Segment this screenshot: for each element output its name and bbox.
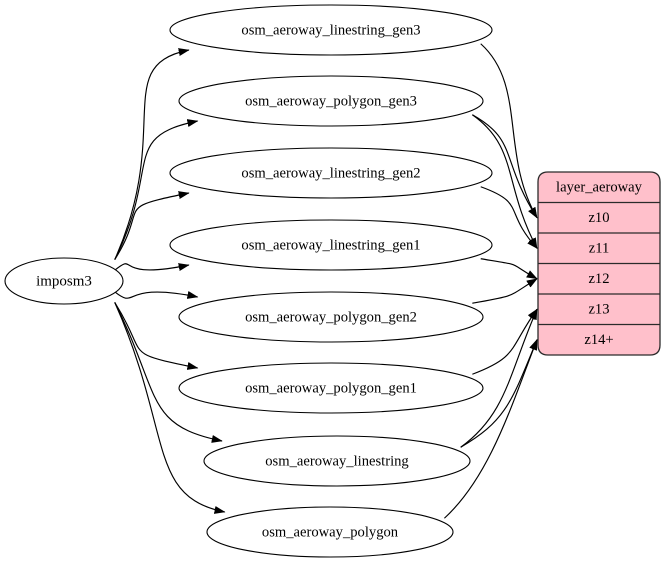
edge-osm_aeroway_polygon_gen3-to-z10: [472, 114, 538, 219]
edge-imposm3-to-osm_aeroway_linestring: [114, 302, 223, 443]
node-imposm3[interactable]: [4, 257, 124, 305]
node-label-osm_aeroway_linestring: osm_aeroway_linestring: [265, 453, 409, 469]
node-osm_aeroway_linestring_gen2[interactable]: [169, 147, 493, 199]
edge-osm_aeroway_linestring_gen1-to-z12: [480, 258, 538, 280]
node-osm_aeroway_polygon_gen1[interactable]: [178, 362, 484, 414]
node-osm_aeroway_polygon_gen2[interactable]: [178, 291, 484, 343]
node-osm_aeroway_polygon[interactable]: [206, 506, 454, 558]
node-label-osm_aeroway_polygon_gen1: osm_aeroway_polygon_gen1: [245, 380, 417, 396]
edge-osm_aeroway_polygon_gen3-to-z11: [472, 114, 538, 249]
edge-imposm3-to-osm_aeroway_linestring_gen3: [114, 48, 190, 260]
edges-from-imposm3: [114, 48, 226, 514]
node-osm_aeroway_linestring_gen1[interactable]: [169, 219, 493, 271]
edge-imposm3-to-osm_aeroway_polygon: [114, 302, 226, 514]
table-row-z14plus[interactable]: z14+: [584, 332, 613, 348]
table-row-z12[interactable]: z12: [588, 271, 609, 287]
edge-osm_aeroway_polygon_gen1-to-z13: [472, 308, 538, 375]
edge-osm_aeroway_linestring_gen2-to-z11: [480, 186, 538, 249]
table-header-label: layer_aeroway: [556, 180, 643, 196]
node-label-osm_aeroway_linestring_gen3: osm_aeroway_linestring_gen3: [241, 22, 420, 38]
node-label-osm_aeroway_linestring_gen1: osm_aeroway_linestring_gen1: [241, 237, 420, 253]
edge-osm_aeroway_polygon-to-z14plus: [444, 339, 538, 519]
node-osm_aeroway_linestring_gen3[interactable]: [169, 4, 493, 56]
node-label-osm_aeroway_polygon_gen3: osm_aeroway_polygon_gen3: [245, 93, 417, 109]
edge-imposm3-to-osm_aeroway_polygon_gen2: [114, 291, 199, 299]
edges-to-layer-table: [444, 43, 538, 519]
edge-imposm3-to-osm_aeroway_polygon_gen3: [114, 119, 199, 260]
node-label-osm_aeroway_polygon_gen2: osm_aeroway_polygon_gen2: [245, 309, 417, 325]
table-row-z11[interactable]: z11: [589, 241, 610, 257]
edge-osm_aeroway_linestring-to-z13: [460, 308, 538, 448]
source-table-nodes: osm_aeroway_linestring_gen3 osm_aeroway_p…: [169, 4, 493, 558]
node-osm_aeroway_linestring[interactable]: [203, 435, 471, 487]
table-row-z13[interactable]: z13: [588, 302, 609, 318]
node-label-osm_aeroway_linestring_gen2: osm_aeroway_linestring_gen2: [241, 165, 420, 181]
edge-imposm3-to-osm_aeroway_linestring_gen2: [114, 191, 190, 260]
edge-osm_aeroway_linestring_gen3-to-z10: [480, 43, 538, 219]
edge-osm_aeroway_polygon_gen2-to-z12: [472, 278, 538, 304]
node-osm_aeroway_polygon_gen3[interactable]: [178, 75, 484, 127]
node-label-imposm3: imposm3: [36, 273, 92, 289]
layer-aeroway-table: layer_aeroway z10 z11 z12 z13 z14+: [537, 171, 661, 356]
edge-imposm3-to-osm_aeroway_polygon_gen1: [114, 302, 199, 370]
edge-imposm3-to-osm_aeroway_linestring_gen1: [114, 263, 190, 271]
node-label-osm_aeroway_polygon: osm_aeroway_polygon: [262, 524, 399, 540]
root-node: imposm3: [4, 257, 124, 305]
table-row-z10[interactable]: z10: [588, 210, 609, 226]
